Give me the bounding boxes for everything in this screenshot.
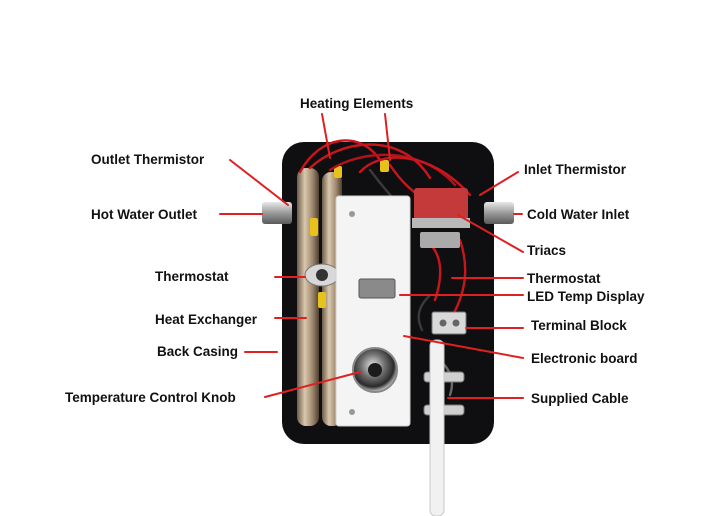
label-hot-water-outlet: Hot Water Outlet bbox=[91, 207, 197, 222]
triacs-heatsink bbox=[412, 218, 470, 228]
label-cold-water-inlet: Cold Water Inlet bbox=[527, 207, 630, 222]
supplied-cable bbox=[429, 339, 445, 516]
label-heating-elements: Heating Elements bbox=[300, 96, 414, 111]
label-thermostat-left: Thermostat bbox=[155, 269, 229, 284]
label-terminal-block: Terminal Block bbox=[531, 318, 627, 333]
temperature-control-knob-center bbox=[368, 363, 382, 377]
led-temp-display bbox=[358, 278, 396, 299]
hot-water-outlet-fitting bbox=[262, 202, 292, 224]
terminal-connector bbox=[310, 218, 318, 236]
label-electronic-board: Electronic board bbox=[531, 351, 638, 366]
terminal-connector bbox=[380, 160, 389, 172]
terminal-block bbox=[431, 311, 467, 335]
label-back-casing: Back Casing bbox=[157, 344, 239, 359]
terminal-connector bbox=[334, 166, 342, 178]
board-screw bbox=[349, 409, 355, 415]
thermostat-right-bracket bbox=[420, 232, 460, 248]
label-triacs: Triacs bbox=[527, 243, 567, 258]
thermostat-left-center bbox=[316, 269, 328, 281]
terminal-screw bbox=[439, 319, 447, 327]
terminal-connector bbox=[318, 292, 326, 308]
triacs-block bbox=[414, 188, 468, 220]
label-inlet-thermistor: Inlet Thermistor bbox=[524, 162, 627, 177]
leader-lines bbox=[219, 113, 524, 399]
label-thermostat-right: Thermostat bbox=[527, 271, 601, 286]
label-heat-exchanger: Heat Exchanger bbox=[155, 312, 258, 327]
label-supplied-cable: Supplied Cable bbox=[531, 391, 629, 406]
label-temperature-control-knob: Temperature Control Knob bbox=[65, 390, 236, 405]
label-led-temp-display: LED Temp Display bbox=[527, 289, 645, 304]
terminal-screw bbox=[452, 319, 460, 327]
cold-water-inlet-fitting bbox=[484, 202, 514, 224]
label-outlet-thermistor: Outlet Thermistor bbox=[91, 152, 205, 167]
board-screw bbox=[349, 211, 355, 217]
